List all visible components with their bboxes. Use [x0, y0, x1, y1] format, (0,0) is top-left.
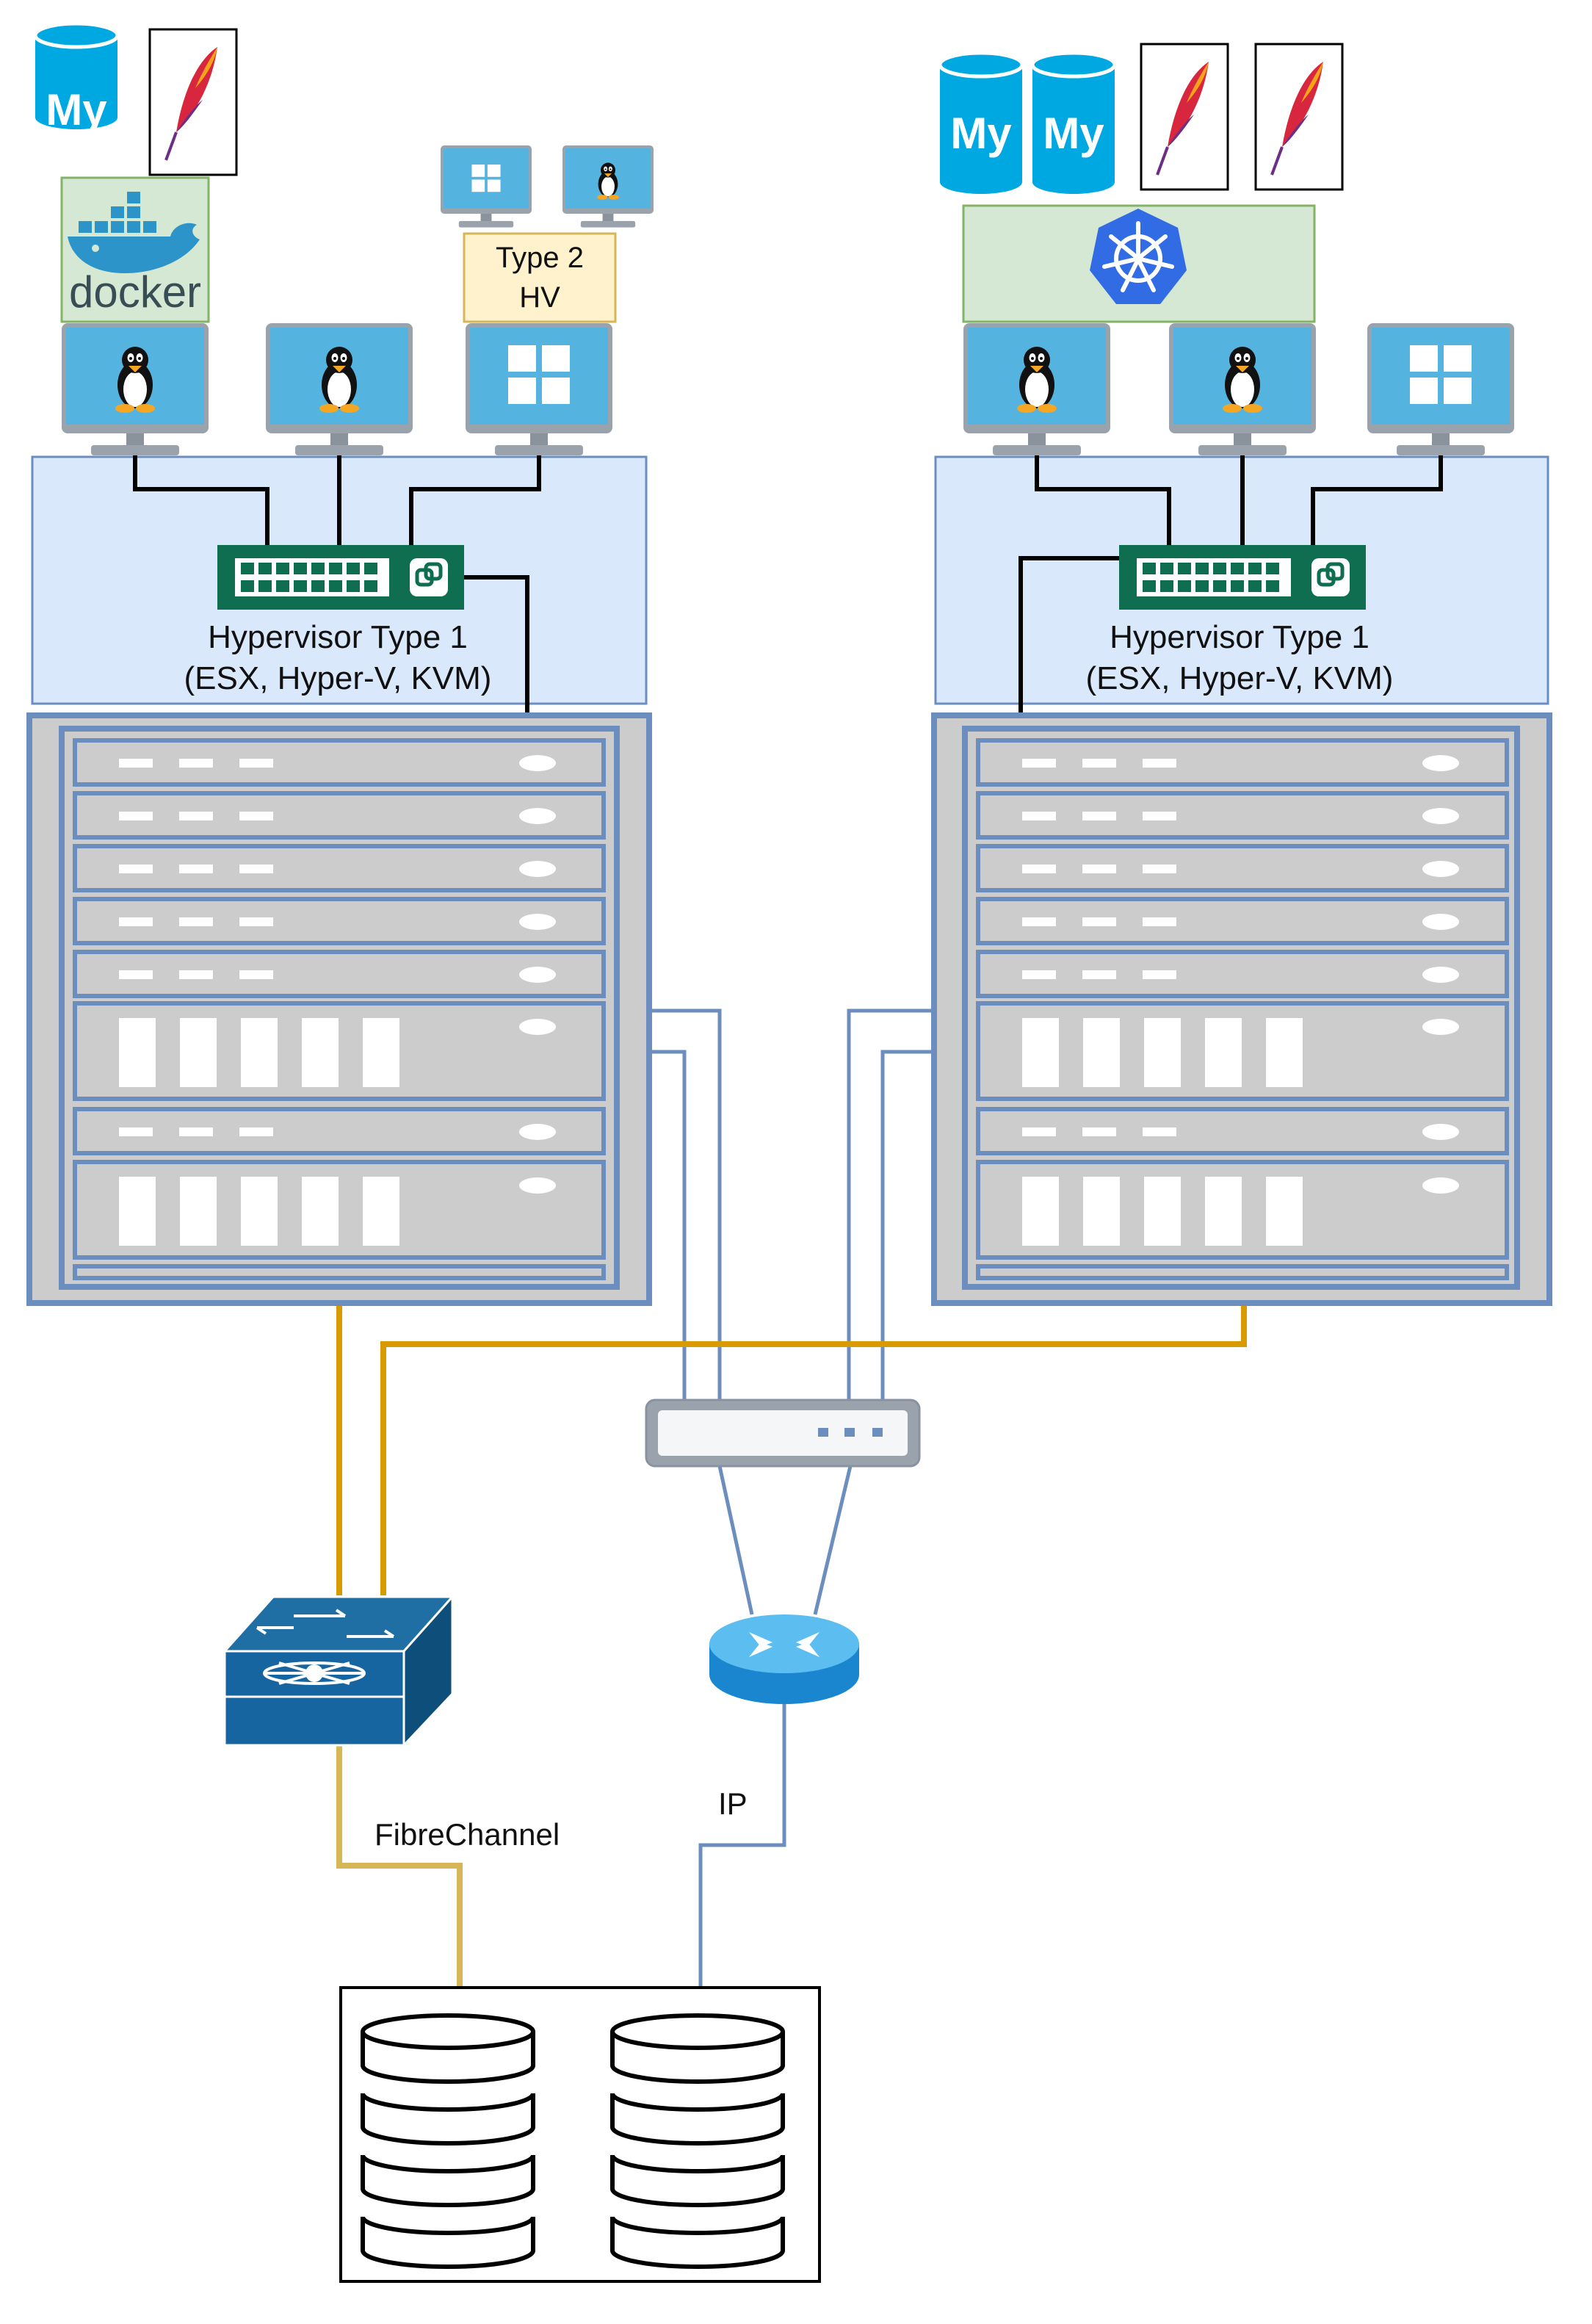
fc-links	[336, 1304, 1247, 1595]
kubernetes-icon	[1090, 209, 1187, 304]
vm-links	[1018, 450, 1443, 720]
server-unit	[75, 1109, 604, 1153]
linux-vm-2	[1169, 323, 1316, 455]
nested-linux-vm	[562, 145, 654, 228]
ip-links	[648, 1008, 934, 1988]
linux-vm-1	[62, 323, 209, 455]
right-host: My My	[931, 43, 1552, 1306]
server-rack	[26, 712, 652, 1306]
type2-hv-box: Type 2 HV	[463, 232, 617, 323]
svg-text:(ESX, Hyper-V, KVM): (ESX, Hyper-V, KVM)	[184, 660, 492, 696]
server-unit	[978, 740, 1507, 784]
mysql-icon: My	[1030, 51, 1117, 194]
server-unit	[75, 846, 604, 890]
left-host: My docker Type 2 HV	[26, 21, 654, 1306]
ip-link-switch-router-b	[813, 1465, 853, 1615]
server-unit-storage	[75, 1003, 604, 1099]
ip-link-left-a	[648, 1008, 722, 1403]
windows-vm	[1367, 323, 1514, 455]
docker-box: docker	[60, 176, 210, 323]
ip-label: IP	[718, 1786, 748, 1821]
apache-feather-icon	[1254, 43, 1344, 191]
svg-text:Hypervisor Type 1: Hypervisor Type 1	[208, 619, 468, 655]
server-unit	[978, 952, 1507, 996]
svg-text:HV: HV	[519, 281, 560, 314]
apache-feather-icon	[1140, 43, 1229, 191]
virtual-switch-icon	[217, 545, 464, 610]
windows-vm	[466, 323, 612, 455]
server-unit	[978, 1109, 1507, 1153]
fc-link-right	[380, 1304, 1247, 1595]
svg-text:Type 2: Type 2	[496, 242, 584, 274]
svg-text:docker: docker	[69, 267, 201, 317]
svg-text:(ESX, Hyper-V, KVM): (ESX, Hyper-V, KVM)	[1086, 660, 1394, 696]
ip-link-left-b	[648, 1050, 687, 1403]
nested-windows-vm	[441, 145, 532, 228]
server-unit-storage	[978, 1162, 1507, 1257]
server-unit	[75, 793, 604, 837]
apache-feather-icon	[148, 28, 238, 176]
ip-link-switch-router-a	[717, 1465, 754, 1615]
svg-text:My: My	[950, 109, 1012, 158]
ip-link-right-b	[880, 1050, 934, 1403]
ip-link-right-a	[847, 1008, 934, 1403]
fc-link-storage	[336, 1744, 463, 1988]
storage-array	[339, 1986, 821, 2283]
server-unit	[75, 740, 604, 784]
ip-link-router-storage	[698, 1703, 786, 1988]
linux-vm-2	[266, 323, 413, 455]
server-unit	[978, 846, 1507, 890]
vm-links	[133, 450, 541, 720]
mysql-icon: My	[938, 51, 1024, 194]
mysql-icon: My	[33, 21, 120, 134]
svg-text:My: My	[1043, 109, 1104, 158]
server-unit-storage	[75, 1162, 604, 1257]
kubernetes-box	[962, 204, 1316, 323]
server-unit	[75, 952, 604, 996]
svg-text:Hypervisor Type 1: Hypervisor Type 1	[1110, 619, 1370, 655]
linux-vm-1	[963, 323, 1110, 455]
server-unit	[75, 899, 604, 943]
svg-text:My: My	[46, 85, 107, 134]
ethernet-switch-icon	[645, 1399, 921, 1468]
server-rack	[931, 712, 1552, 1306]
docker-icon: docker	[68, 190, 201, 317]
router-icon	[709, 1614, 859, 1704]
server-unit	[978, 793, 1507, 837]
server-unit-storage	[978, 1003, 1507, 1099]
server-unit	[978, 899, 1507, 943]
fc-switch-icon	[222, 1594, 455, 1748]
virtual-switch-icon	[1119, 545, 1366, 610]
fibre-channel-label: FibreChannel	[375, 1817, 560, 1852]
